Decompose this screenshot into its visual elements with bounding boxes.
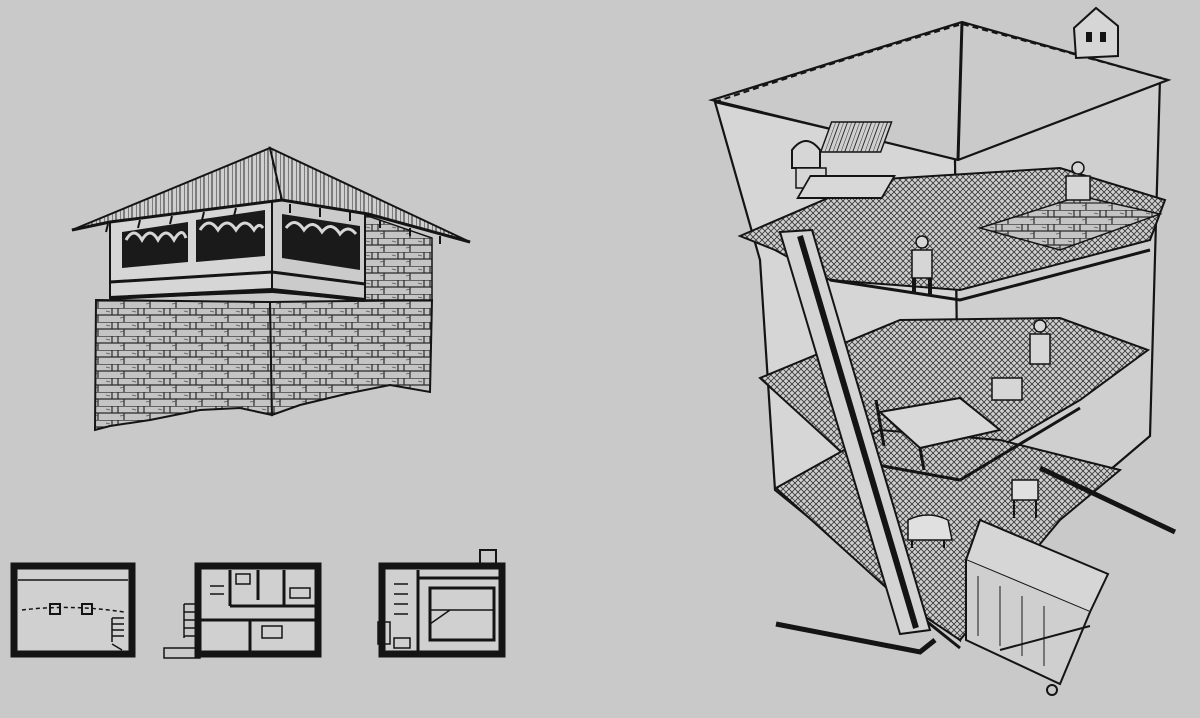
floor-plan-ground — [10, 562, 136, 658]
cart-shed — [964, 518, 1110, 696]
ground-path-left — [775, 621, 937, 655]
figure-person-icon — [1065, 161, 1091, 201]
goat-icon — [1011, 479, 1039, 518]
house-cutaway-illustration — [707, 6, 1177, 696]
stair-rail — [797, 235, 919, 629]
upper-bed — [796, 175, 896, 199]
balcony-beam — [109, 287, 366, 302]
ground-path-right — [1038, 465, 1177, 535]
figure-person-icon — [1029, 319, 1051, 365]
floor-plan-first — [163, 562, 322, 659]
staircase-icon — [394, 583, 408, 615]
floor-plan-second — [377, 549, 506, 658]
balcony-rail — [109, 270, 366, 286]
barrel-icon — [991, 377, 1023, 401]
roof-eave — [71, 198, 471, 244]
roof-ridge — [956, 21, 964, 161]
bed-icon — [874, 396, 1003, 471]
balcony-arches — [124, 221, 358, 244]
roof-tile-patch — [819, 121, 893, 153]
figure-person-icon — [911, 235, 933, 294]
goat-icon — [907, 514, 953, 548]
staircase-icon — [183, 603, 198, 638]
staircase-icon — [111, 617, 124, 642]
grain-bin — [977, 195, 1163, 251]
eave-brackets — [105, 204, 441, 244]
house-exterior-illustration — [71, 146, 471, 432]
stone-wall-side — [268, 298, 434, 417]
chimney-icon — [1072, 6, 1119, 60]
